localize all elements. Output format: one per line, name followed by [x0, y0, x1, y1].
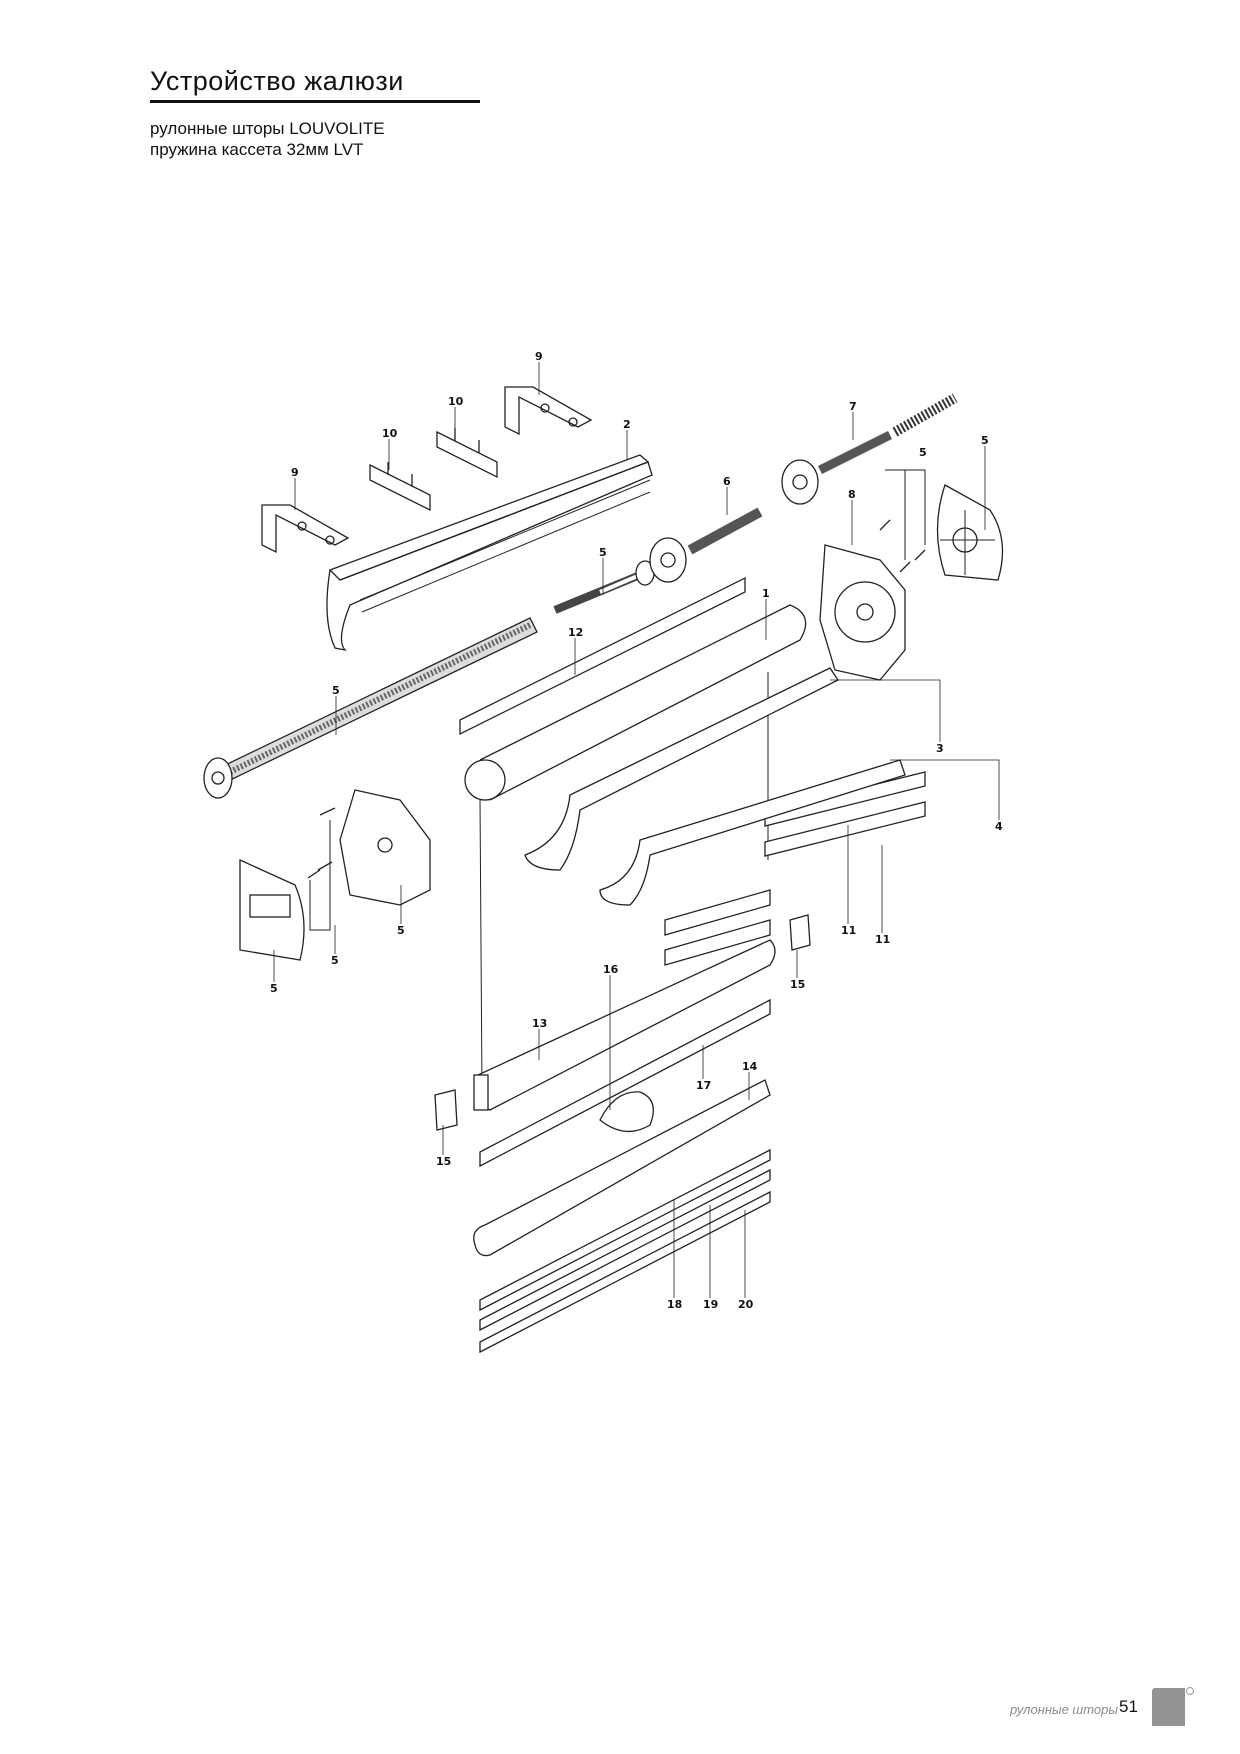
page-tab-dot [1186, 1687, 1194, 1695]
label-6: 6 [723, 475, 731, 488]
label-11: 11 [875, 933, 890, 946]
label-20: 20 [738, 1298, 754, 1311]
label-10: 10 [382, 427, 398, 440]
label-10: 10 [448, 395, 464, 408]
bracket-right [504, 386, 593, 436]
label-8: 8 [848, 488, 856, 501]
label-13: 13 [532, 1017, 547, 1030]
label-5: 5 [331, 954, 339, 967]
cover-cap-right [936, 484, 1004, 581]
label-9: 9 [535, 350, 543, 363]
title-underline [150, 100, 480, 103]
label-3: 3 [936, 742, 944, 755]
label-1: 1 [762, 587, 770, 600]
cover-cap-left [239, 858, 305, 961]
label-17: 17 [696, 1079, 711, 1092]
clip-2 [436, 428, 498, 479]
roller-tube [464, 604, 807, 1091]
fabric-strips [459, 576, 926, 966]
cassette-profile [326, 454, 653, 652]
label-9: 9 [291, 466, 299, 479]
bracket-left [261, 504, 350, 554]
label-5: 5 [270, 982, 278, 995]
side-clips [434, 914, 811, 1131]
cassette-covers [524, 667, 906, 906]
label-19: 19 [703, 1298, 718, 1311]
label-5: 5 [397, 924, 405, 937]
drive-assembly [649, 393, 958, 583]
label-2: 2 [623, 418, 631, 431]
bottom-rail-upper [473, 939, 776, 1111]
part-labels: 9 10 10 2 9 7 5 5 6 8 5 1 12 5 3 4 11 11… [270, 350, 1003, 1311]
end-plate-right [819, 544, 906, 681]
label-15: 15 [436, 1155, 451, 1168]
label-12: 12 [568, 626, 583, 639]
page-tab-marker [1152, 1688, 1185, 1726]
spring-tube [203, 617, 538, 799]
footer-section-name: рулонные шторы [1010, 1702, 1118, 1717]
page-number: 51 [1119, 1697, 1138, 1716]
label-15: 15 [790, 978, 805, 991]
label-11: 11 [841, 924, 856, 937]
pull-handle [599, 1091, 654, 1132]
label-16: 16 [603, 963, 619, 976]
label-18: 18 [667, 1298, 682, 1311]
label-5: 5 [599, 546, 607, 559]
label-14: 14 [742, 1060, 758, 1073]
subtitle-mechanism: пружина кассета 32мм LVT [150, 140, 364, 159]
label-4: 4 [995, 820, 1003, 833]
label-5: 5 [332, 684, 340, 697]
page-title: Устройство жалюзи [150, 66, 404, 96]
label-5: 5 [981, 434, 989, 447]
spring-shaft [553, 560, 655, 614]
label-5: 5 [919, 446, 927, 459]
weight-bar-strips [473, 998, 771, 1354]
clip-1 [369, 462, 431, 512]
screws-left [307, 807, 336, 931]
label-7: 7 [849, 400, 857, 413]
screws-right [879, 469, 926, 573]
leader-lines [273, 362, 1000, 1298]
subtitle-product: рулонные шторы LOUVOLITE [150, 119, 385, 138]
end-plate-left [339, 789, 431, 906]
